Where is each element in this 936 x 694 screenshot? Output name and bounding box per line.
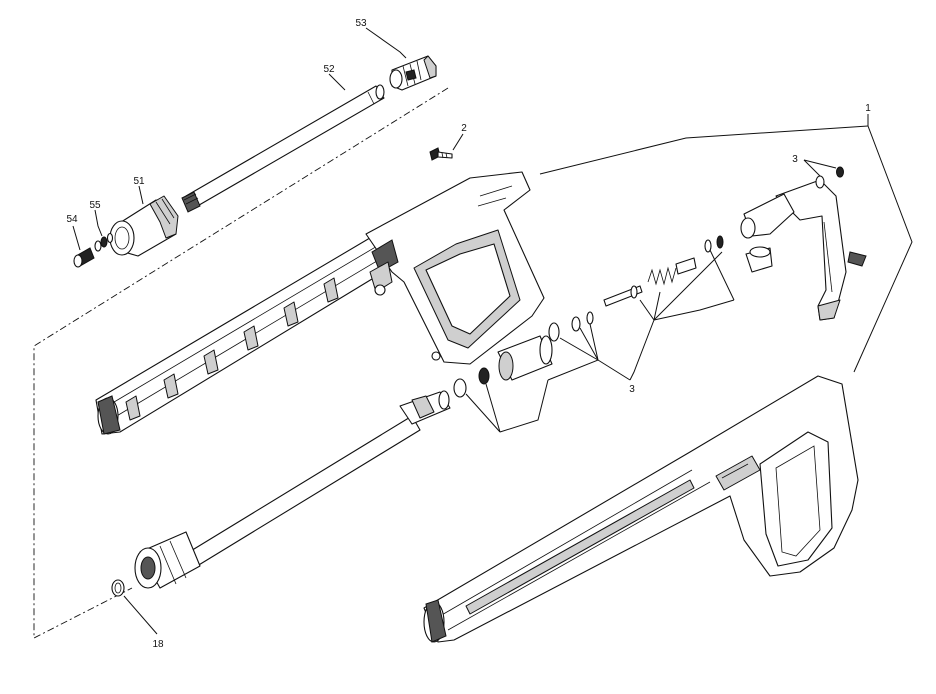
callout-3-upper: 3 (792, 154, 798, 165)
assembly-boundary-line (33, 87, 449, 639)
nozzle-cap-part-51 (109, 195, 179, 257)
lance-with-connector (134, 390, 451, 589)
callout-2: 2 (461, 123, 467, 134)
assembled-spray-gun (423, 375, 859, 643)
nut-part-54 (73, 247, 95, 268)
callout-1: 1 (865, 103, 871, 114)
screw-part-2 (429, 147, 453, 161)
valve-components (453, 235, 724, 398)
callout-labels: 53 52 2 1 3 51 55 54 3 18 (66, 18, 871, 650)
leader-lines (72, 27, 913, 635)
callout-55: 55 (89, 200, 101, 211)
callout-54: 54 (66, 214, 78, 225)
callout-3-lower: 3 (629, 384, 635, 395)
trigger-assembly (740, 179, 867, 321)
lance-tube-part-52 (181, 84, 385, 213)
callout-52: 52 (323, 64, 335, 75)
callout-18: 18 (152, 639, 164, 650)
nozzle-tip-part-53 (389, 55, 437, 91)
washer-part-55 (94, 232, 114, 252)
washer-part-3-upper (815, 166, 844, 189)
callout-51: 51 (133, 176, 145, 187)
gun-housing-half (95, 171, 545, 435)
o-ring-part-18 (111, 579, 125, 597)
callout-53: 53 (355, 18, 367, 29)
